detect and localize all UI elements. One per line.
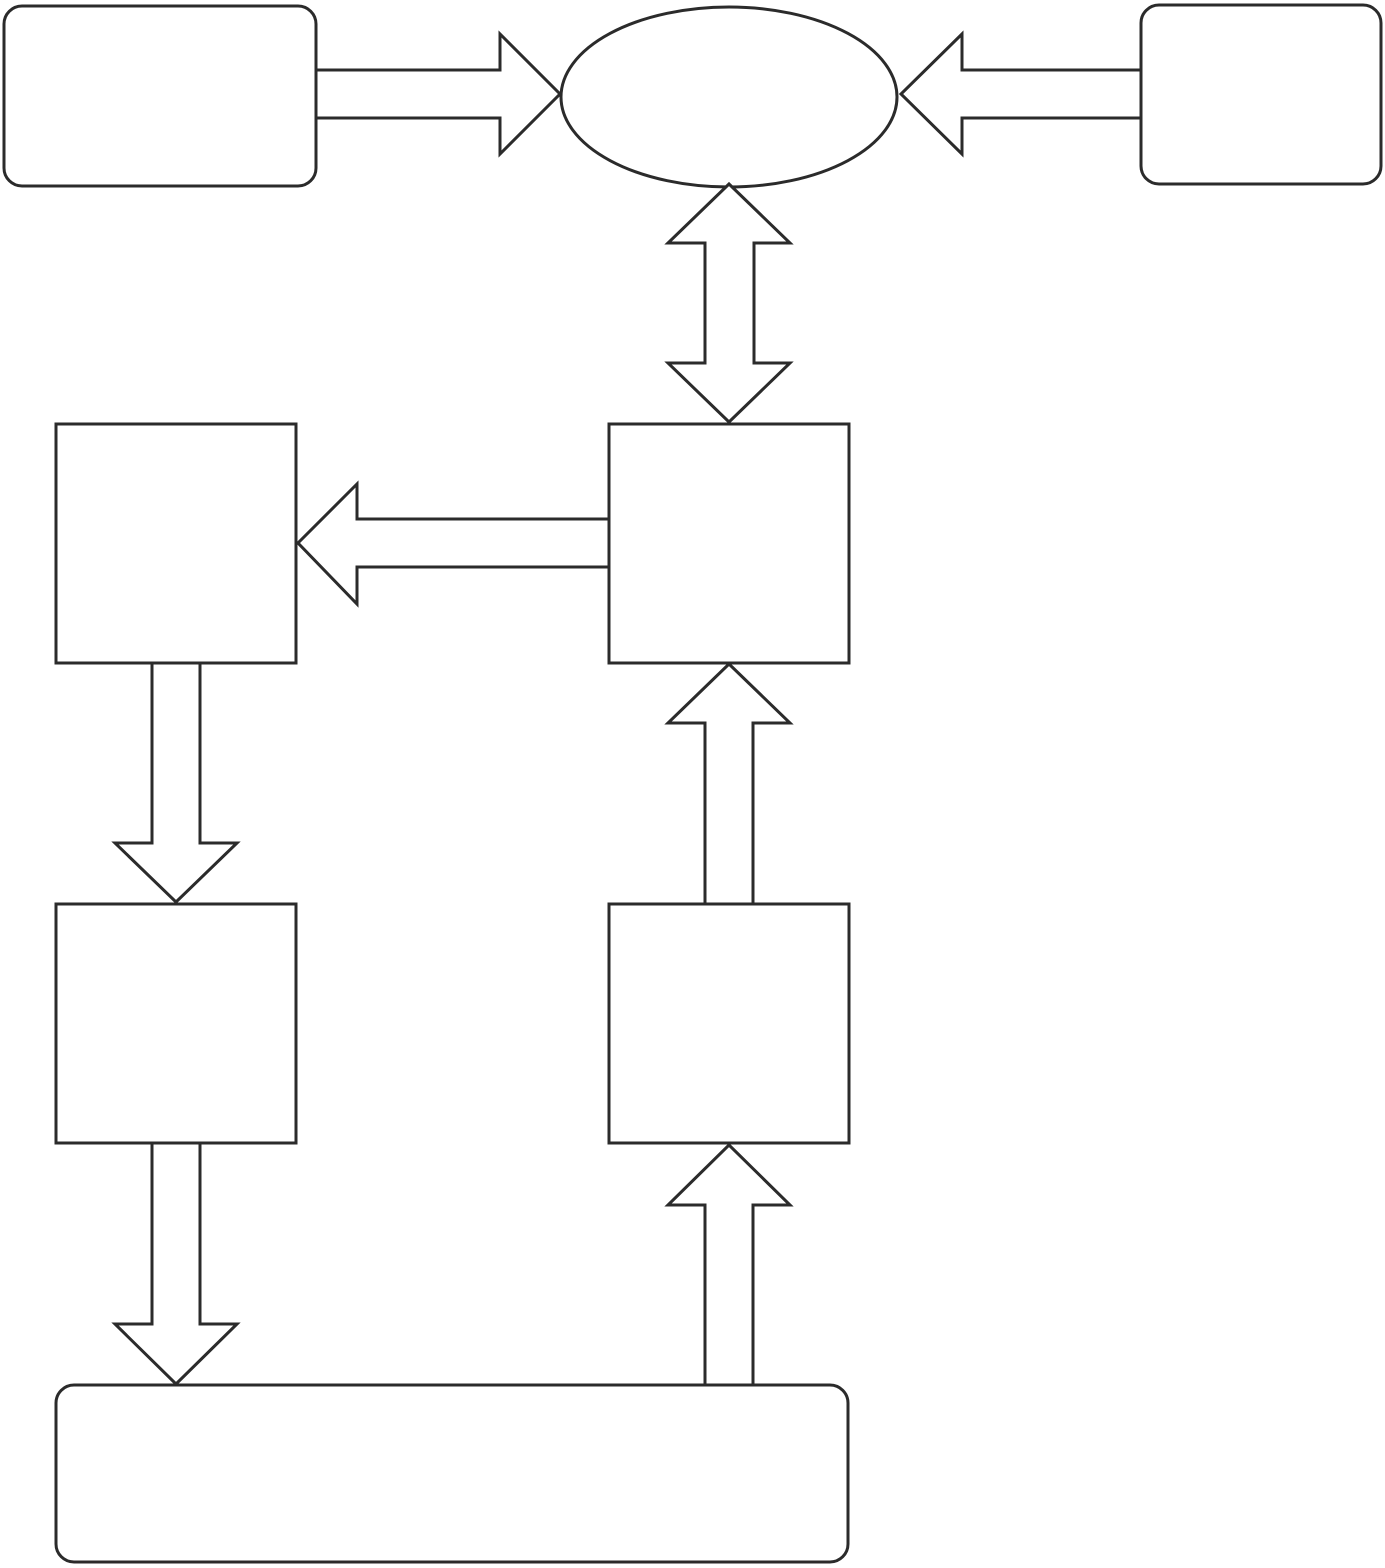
arrow-middle-right-to-middle-left [295,480,611,608]
arrow-bottom-to-lower-right [664,1142,794,1387]
middle-left-box [54,422,298,665]
top-right-box [1139,3,1383,186]
lower-left-box [54,902,298,1145]
middle-right-box [607,422,851,665]
top-left-box [2,4,318,188]
bottom-box [54,1383,850,1564]
arrow-top-left-to-ellipse [314,30,563,158]
lower-right-box [607,902,851,1145]
arrow-ellipse-middle-right-bidirectional [664,181,794,425]
arrow-lower-left-to-bottom [111,1141,241,1387]
arrow-lower-right-to-middle-right [664,661,794,906]
top-center-ellipse [559,5,899,189]
arrow-middle-left-to-lower-left [111,661,241,905]
arrow-top-right-to-ellipse [898,30,1143,158]
